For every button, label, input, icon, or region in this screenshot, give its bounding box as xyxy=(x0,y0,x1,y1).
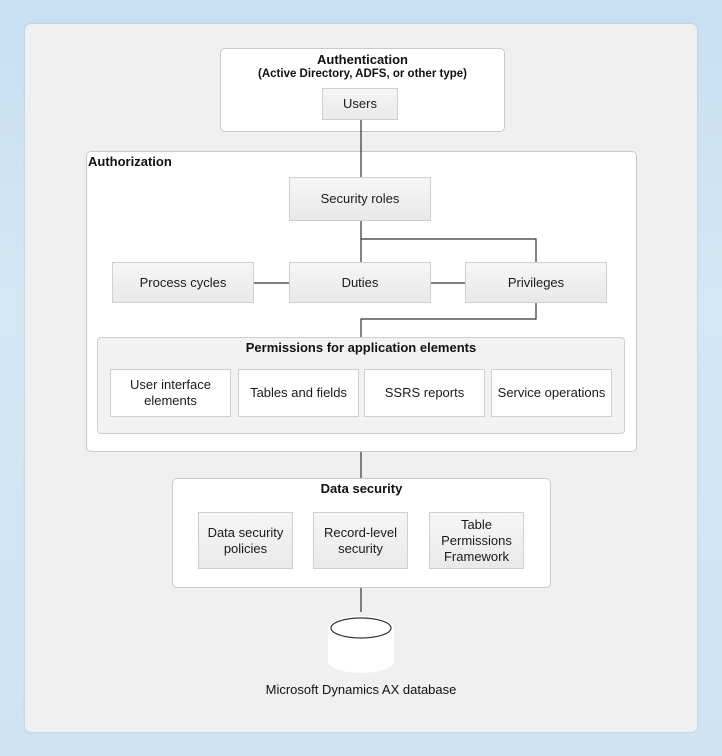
duties-node: Duties xyxy=(289,262,431,303)
users-node: Users xyxy=(322,88,398,120)
database-label: Microsoft Dynamics AX database xyxy=(265,682,457,697)
data-security-title: Data security xyxy=(320,481,403,496)
permission-service-operations: Service operations xyxy=(491,369,612,417)
permission-tables-and-fields: Tables and fields xyxy=(238,369,359,417)
authentication-subtitle: (Active Directory, ADFS, or other type) xyxy=(258,68,467,80)
authentication-title: Authentication xyxy=(317,52,408,67)
data-security-policies-node: Data security policies xyxy=(198,512,293,569)
permission-ssrs-reports: SSRS reports xyxy=(364,369,485,417)
privileges-node: Privileges xyxy=(465,262,607,303)
permissions-title: Permissions for application elements xyxy=(245,340,477,355)
security-roles-node: Security roles xyxy=(289,177,431,221)
record-level-security-node: Record-level security xyxy=(313,512,408,569)
permission-user-interface-elements: User interface elements xyxy=(110,369,231,417)
authorization-title: Authorization xyxy=(88,154,172,169)
table-permissions-framework-node: Table Permissions Framework xyxy=(429,512,524,569)
process-cycles-node: Process cycles xyxy=(112,262,254,303)
